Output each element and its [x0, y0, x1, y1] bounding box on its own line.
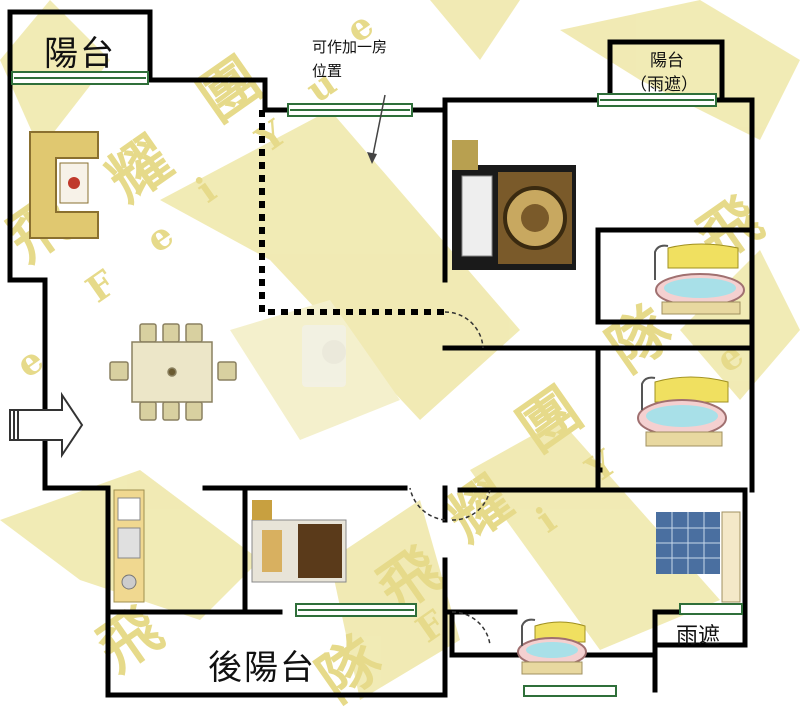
optional-room-outline: [259, 110, 445, 315]
kitchen-counter-icon: [113, 489, 145, 603]
logo-watermark: [302, 325, 346, 387]
room-note-line2: 位置: [312, 62, 343, 80]
note-pointer-arrowhead: [367, 152, 377, 164]
dining-table-icon: [109, 323, 237, 421]
bathtub-icon: [654, 243, 745, 315]
note-pointer-arrow: [371, 94, 386, 161]
balcony-rain-label: 陽台: [650, 51, 684, 71]
second-bed-icon: [251, 500, 347, 583]
bathtub-icon: [517, 618, 587, 675]
watermark-letter: e: [139, 214, 182, 262]
sofa-icon: [29, 131, 99, 239]
balcony-label: 陽台: [44, 34, 116, 74]
entrance-arrow: [9, 391, 84, 459]
door-swings: [409, 311, 491, 646]
rain-shelter-label: 雨遮: [676, 624, 721, 649]
rain-shelter-paren-label: （雨遮）: [630, 75, 698, 95]
tile-area-icon: [656, 511, 741, 603]
watermark-letter: F: [79, 262, 124, 311]
room-note-line1: 可作加一房: [312, 38, 388, 56]
back-balcony-label: 後陽台: [208, 648, 316, 688]
windows: [11, 71, 743, 697]
bathtub-icon: [637, 376, 729, 447]
master-bed-icon: [452, 140, 576, 270]
watermark-char: 飛: [85, 594, 174, 686]
